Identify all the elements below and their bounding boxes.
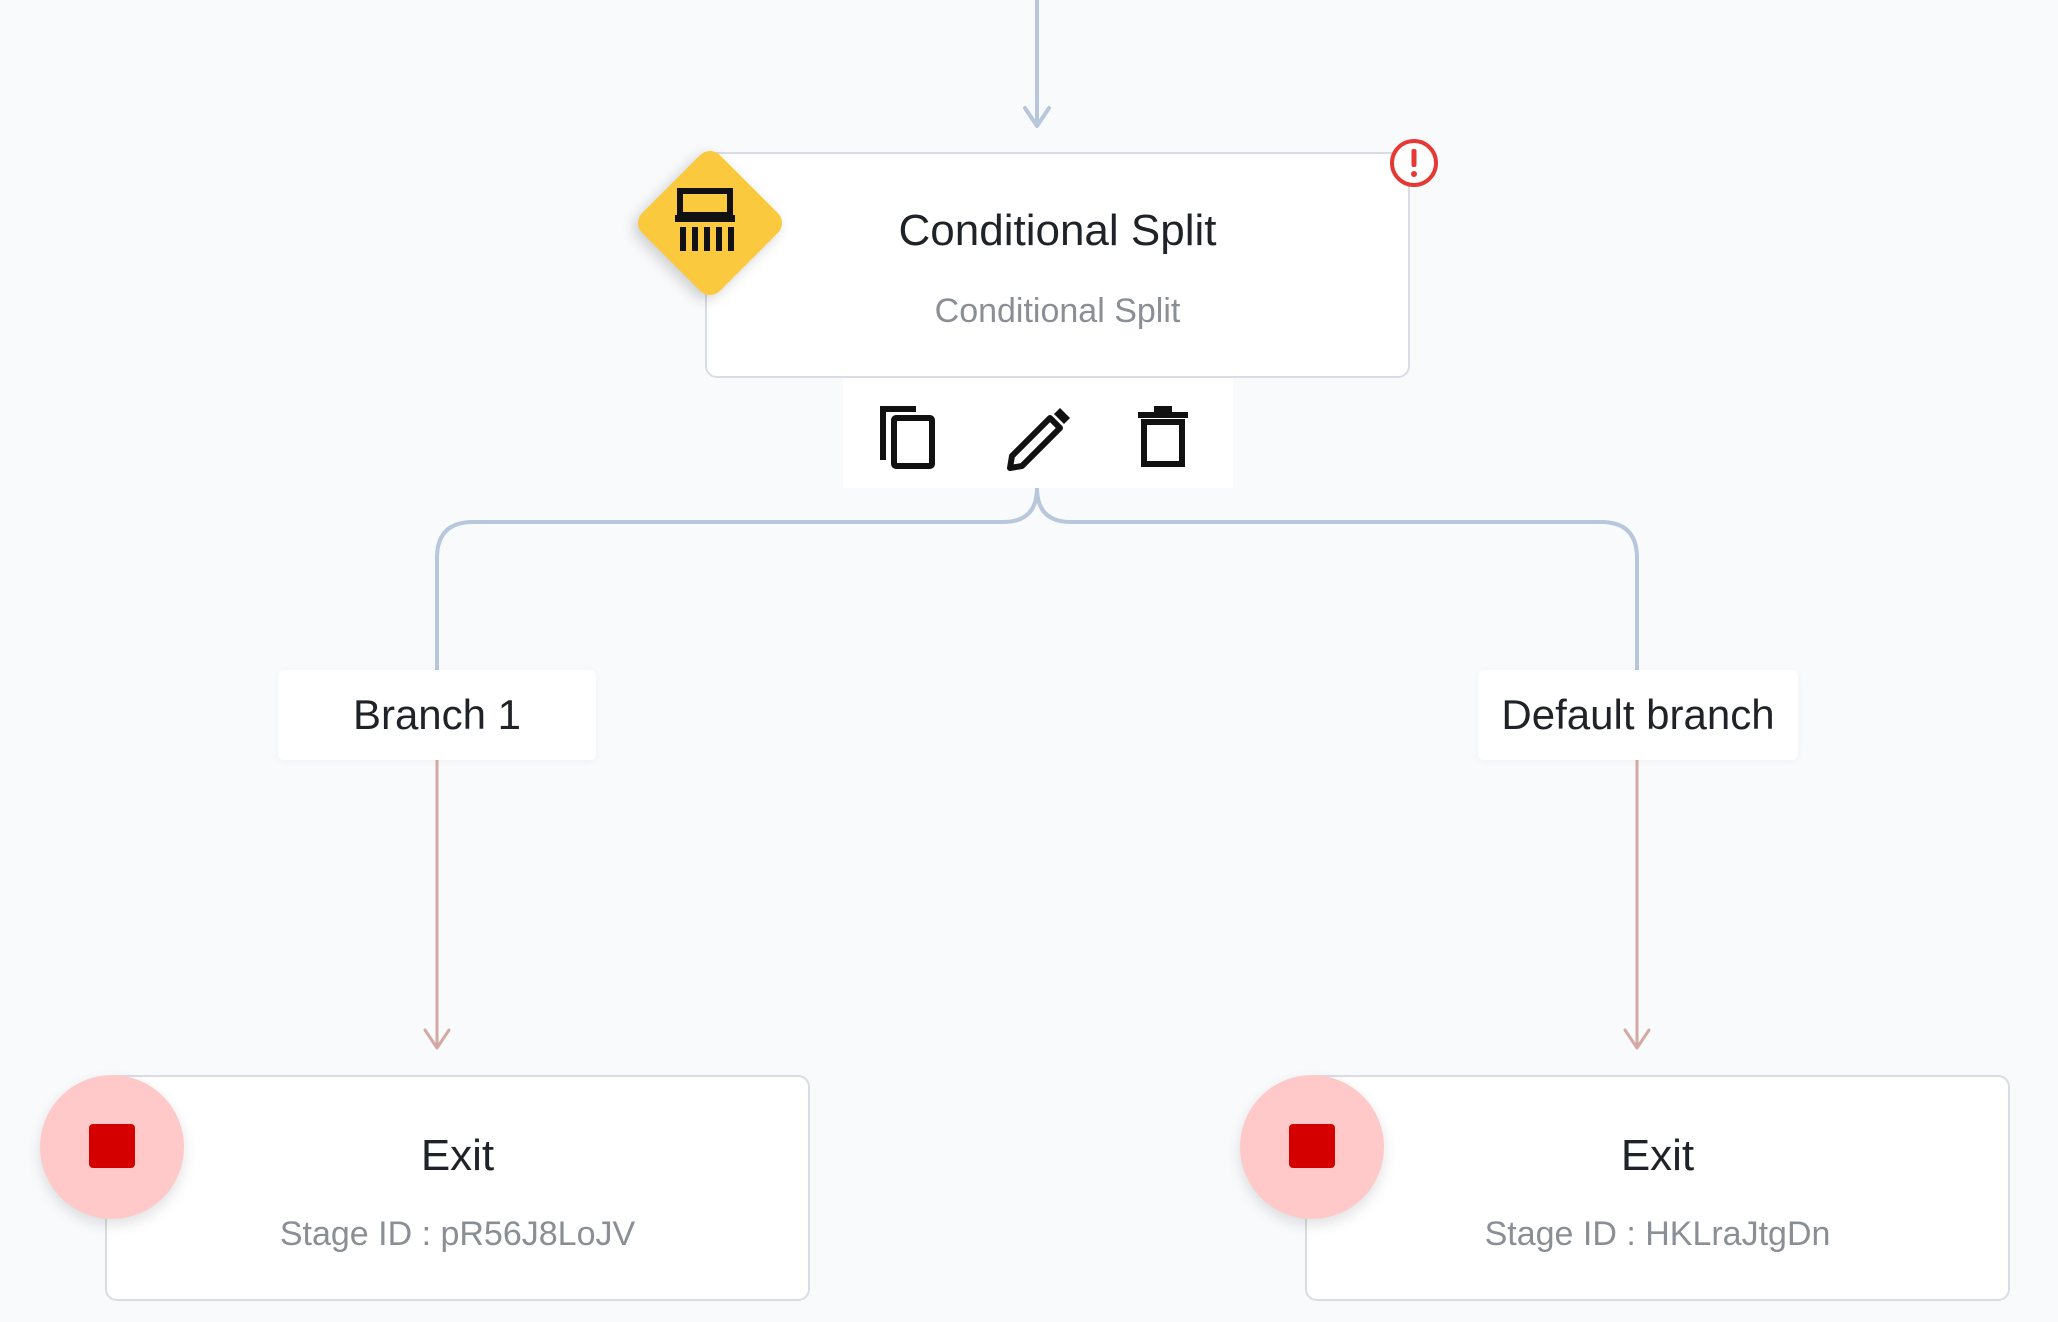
exit-badge (1240, 1075, 1384, 1219)
split-connector-right (1035, 487, 1639, 670)
warning-icon[interactable] (1387, 136, 1441, 190)
exit-stage-id: Stage ID : HKLraJtgDn (1484, 1215, 1831, 1253)
branch-default-arrowhead (1623, 1028, 1651, 1050)
conditional-split-node[interactable]: Conditional Split Conditional Split (705, 152, 1410, 378)
default-branch-label[interactable]: Default branch (1478, 670, 1798, 760)
exit-badge (40, 1075, 184, 1219)
conditional-split-icon (670, 185, 750, 265)
split-connector-left (435, 487, 1039, 670)
exit-node-title: Exit (1620, 1131, 1695, 1180)
copy-icon[interactable] (868, 398, 948, 478)
branch-1-arrowhead (423, 1028, 451, 1050)
trash-icon[interactable] (1128, 398, 1208, 478)
node-action-toolbar (843, 378, 1233, 488)
exit-node[interactable]: Exit Stage ID : HKLraJtgDn (1305, 1075, 2010, 1301)
branch-1-label[interactable]: Branch 1 (278, 670, 596, 760)
incoming-arrowhead (1023, 106, 1051, 128)
stop-icon (1289, 1124, 1335, 1168)
exit-node[interactable]: Exit Stage ID : pR56J8LoJV (105, 1075, 810, 1301)
exit-stage-id: Stage ID : pR56J8LoJV (279, 1215, 636, 1253)
exit-node-title: Exit (420, 1131, 495, 1180)
split-node-title: Conditional Split (898, 206, 1217, 255)
stop-icon (89, 1124, 135, 1168)
split-node-subtitle: Conditional Split (934, 292, 1181, 330)
pencil-icon[interactable] (998, 398, 1078, 478)
